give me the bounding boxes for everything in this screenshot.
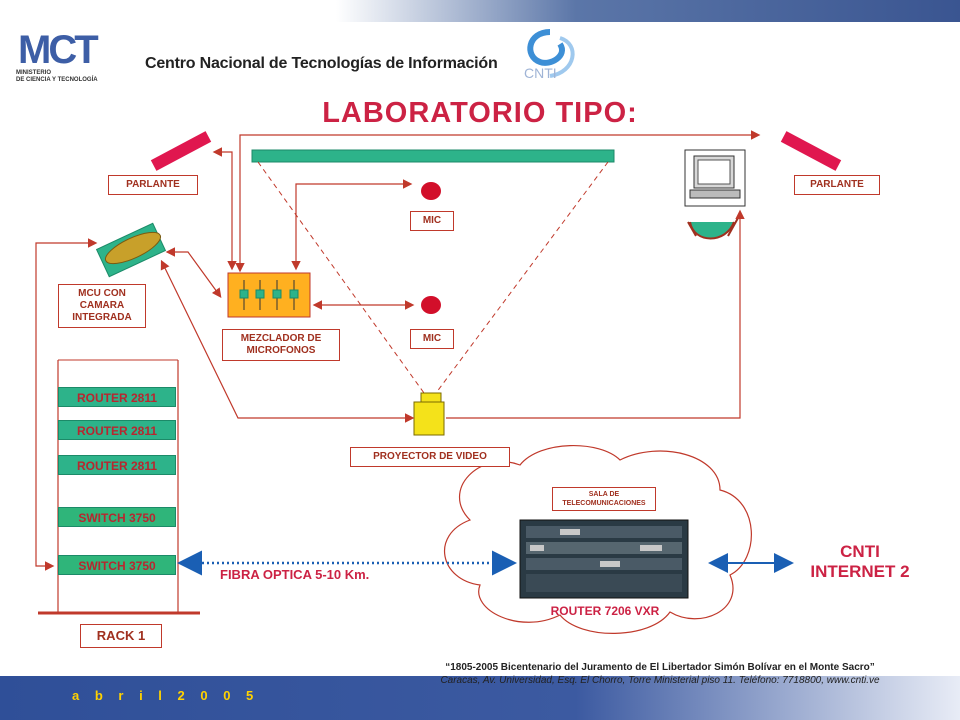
footer-address: Caracas, Av. Universidad, Esq. El Chorro…	[440, 675, 880, 686]
mct-logo-subtitle: MINISTERIO DE CIENCIA Y TECNOLOGÍA	[16, 70, 98, 83]
label-projector: PROYECTOR DE VIDEO	[350, 447, 510, 467]
computer-icon	[684, 149, 746, 207]
line-speaker-left-mixer	[212, 147, 237, 271]
line-projector-computer	[446, 209, 745, 419]
rack-router-3: ROUTER 2811	[58, 455, 176, 475]
speaker-right-icon	[780, 131, 842, 171]
label-fibra: FIBRA OPTICA 5-10 Km.	[220, 567, 370, 582]
projection-line-right	[435, 161, 609, 394]
mct-logo: MCT	[18, 28, 99, 72]
label-router-7206: ROUTER 7206 VXR	[550, 604, 660, 618]
label-parlante-left: PARLANTE	[108, 175, 198, 195]
mcu-camera-icon	[95, 222, 167, 278]
top-banner	[0, 0, 960, 22]
line-switch-mcu	[35, 238, 98, 571]
cnti-logo-text: CNTI	[524, 65, 557, 81]
label-rack: RACK 1	[80, 624, 162, 648]
speaker-left-icon	[150, 131, 212, 171]
line-mixer-mic-top	[291, 179, 413, 271]
org-name: Centro Nacional de Tecnologías de Inform…	[145, 55, 498, 72]
mic-top-icon	[421, 182, 441, 200]
label-mic-bottom: MIC	[410, 329, 454, 349]
bottom-banner	[0, 676, 960, 720]
label-parlante-right: PARLANTE	[794, 175, 880, 195]
line-mixer-speaker-right	[235, 130, 761, 273]
projection-screen	[251, 149, 615, 163]
router-7206-icon	[519, 519, 689, 599]
rack-router-2: ROUTER 2811	[58, 420, 176, 440]
label-mic-top: MIC	[410, 211, 454, 231]
footer-quote: “1805-2005 Bicentenario del Juramento de…	[445, 662, 875, 673]
line-mcu-projector	[160, 259, 415, 423]
webcam-icon	[687, 217, 739, 240]
mixer-icon	[227, 272, 311, 318]
projector-icon	[413, 392, 445, 436]
rack-router-1: ROUTER 2811	[58, 387, 176, 407]
rack-switch-2: SWITCH 3750	[58, 555, 176, 575]
cnti-logo-icon: CNTI	[524, 29, 575, 81]
footer-date: a b r i l 2 0 0 5	[72, 688, 260, 703]
mic-bottom-icon	[421, 296, 441, 314]
rack-switch-1: SWITCH 3750	[58, 507, 176, 527]
page-title: LABORATORIO TIPO:	[322, 97, 638, 129]
